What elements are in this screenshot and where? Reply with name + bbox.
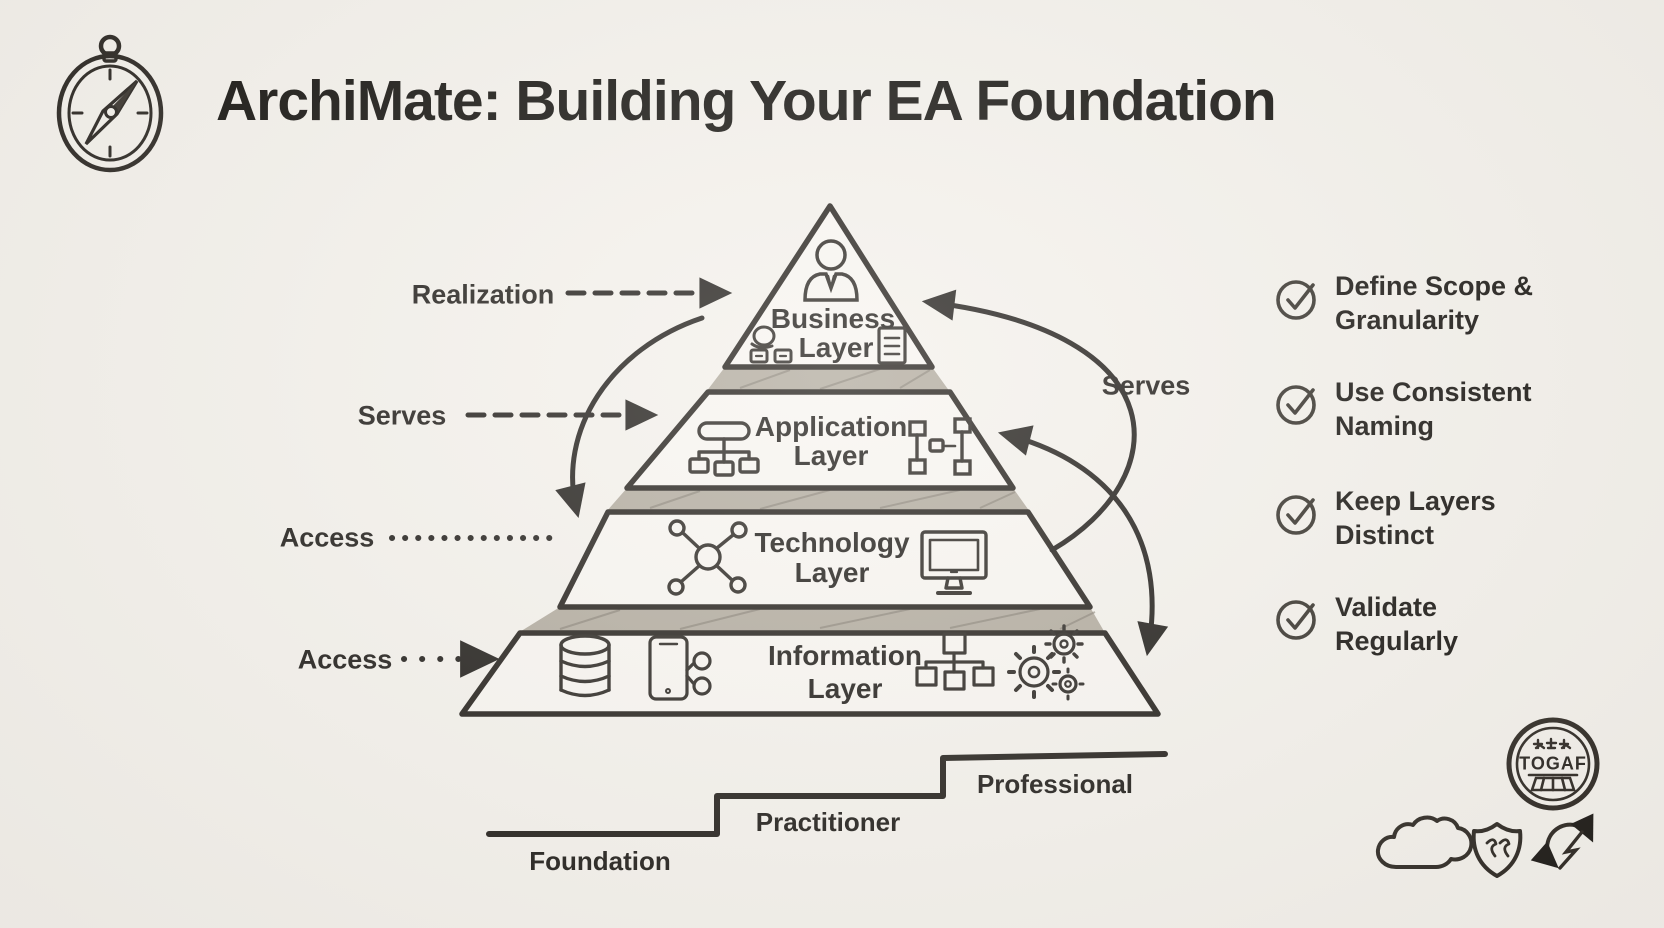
business-document-icon [877, 326, 907, 365]
application-layer-label-line2: Layer [793, 440, 869, 471]
step-label-professional: Professional [976, 769, 1134, 799]
checklist-item-1: Define Scope & Granularity [1335, 271, 1534, 335]
business-layer-label-line1: Business [770, 303, 896, 334]
sync-refresh-icon [1530, 813, 1594, 870]
left-curve-arrow [555, 315, 705, 519]
information-layer-label-line2: Layer [807, 673, 883, 704]
label-access-upper: Access [279, 522, 375, 553]
information-layer-label-line1: Information [768, 640, 922, 671]
application-component-icon [908, 417, 972, 476]
application-layer-label-line1: Application [754, 411, 908, 442]
checklist-item-2: Use Consistent Naming [1335, 377, 1532, 441]
check-circle-icon [1276, 495, 1316, 535]
togaf-badge-ornament-bottom [1527, 773, 1579, 792]
check-circle-icon [1276, 600, 1316, 640]
shield-icon [1471, 822, 1523, 878]
maturity-staircase [486, 751, 1168, 837]
step-label-foundation: Foundation [529, 846, 671, 876]
information-database-icon [559, 634, 611, 698]
information-tree-icon [915, 632, 995, 691]
cloud-icon [1375, 815, 1474, 869]
business-layer-label-line2: Layer [798, 332, 874, 363]
technology-layer-label-line2: Layer [794, 557, 870, 588]
technology-monitor-icon [920, 530, 988, 595]
step-label-practitioner: Practitioner [755, 807, 901, 837]
check-circle-icon [1276, 385, 1316, 425]
relationship-arrows [389, 277, 1169, 678]
label-realization: Realization [411, 279, 555, 310]
check-circle-icon [1276, 280, 1316, 320]
label-serves-left: Serves [357, 400, 447, 431]
right-lower-curve-arrow [997, 425, 1169, 657]
togaf-badge-label: TOGAF [1519, 753, 1587, 774]
togaf-badge-ornament-top [1532, 737, 1572, 750]
checklist-item-4: Validate Regularly [1335, 592, 1459, 656]
label-access-lower: Access [297, 644, 393, 675]
pyramid-layers [459, 203, 1161, 717]
label-serves-right: Serves [1101, 370, 1191, 401]
compass-icon [56, 34, 164, 173]
information-gears-icon [1007, 624, 1085, 701]
page-title: ArchiMate: Building Your EA Foundation [216, 69, 1277, 133]
togaf-badge [1506, 717, 1600, 811]
application-orgchart-icon [688, 421, 760, 477]
business-team-icon [749, 325, 793, 364]
business-person-icon [803, 239, 859, 302]
information-layer-shape [459, 630, 1161, 717]
information-mobile-share-icon [648, 635, 712, 701]
technology-network-icon [667, 519, 748, 596]
technology-layer-label-line1: Technology [754, 527, 910, 558]
pyramid-shadow-bands [518, 367, 1105, 633]
checklist-item-3: Keep Layers Distinct [1335, 486, 1496, 550]
